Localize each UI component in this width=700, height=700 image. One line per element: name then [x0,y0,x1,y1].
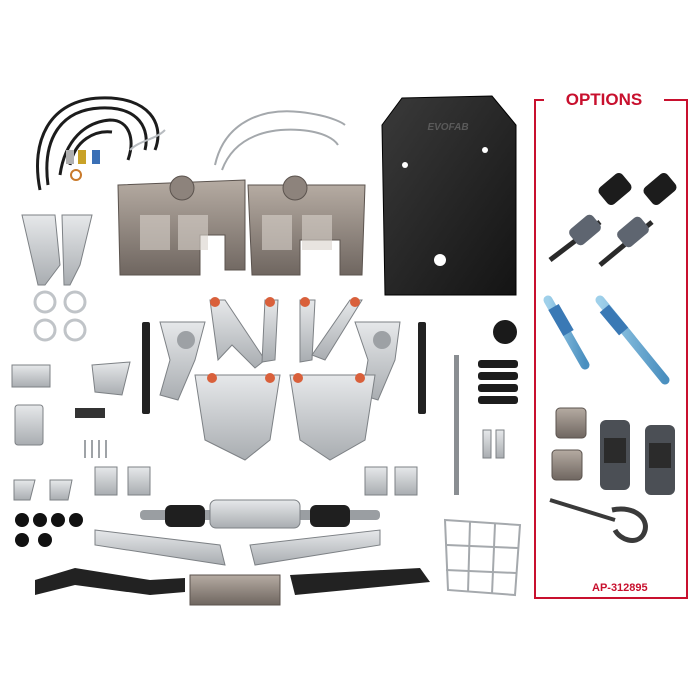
option-bump-stops [551,407,675,495]
crossmember-plates [94,529,381,566]
tie-rod [454,355,459,495]
gusset-brackets [21,214,93,286]
part-number: AP-312895 [592,582,648,594]
steering-knuckle-left [159,321,206,401]
upper-shock-bucket-left [117,175,246,276]
upper-shock-bucket-right [247,175,366,276]
hose-fittings [66,129,166,181]
brackets-row [13,466,418,501]
option-cv-axles [548,172,677,267]
steering-rack [140,499,380,529]
mesh-guard [443,518,522,597]
bushing-hardware [478,320,518,459]
upper-control-arms [209,297,363,369]
steel-brake-lines [214,110,346,171]
options-frame [534,99,688,599]
lower-control-arms [194,373,376,461]
bump-stops [15,513,83,547]
options-title: OPTIONS [544,88,664,112]
skid-plate-logo: EVOFAB [427,122,468,133]
hose-clamps [33,290,87,342]
mounting-bracket-hardware [11,361,131,446]
crossmember [35,568,430,606]
bolt-hardware [84,440,107,458]
limit-straps [142,322,426,414]
skid-plate: EVOFAB [381,95,517,296]
option-spanner-wrench [549,498,648,543]
option-coilovers [543,295,670,385]
